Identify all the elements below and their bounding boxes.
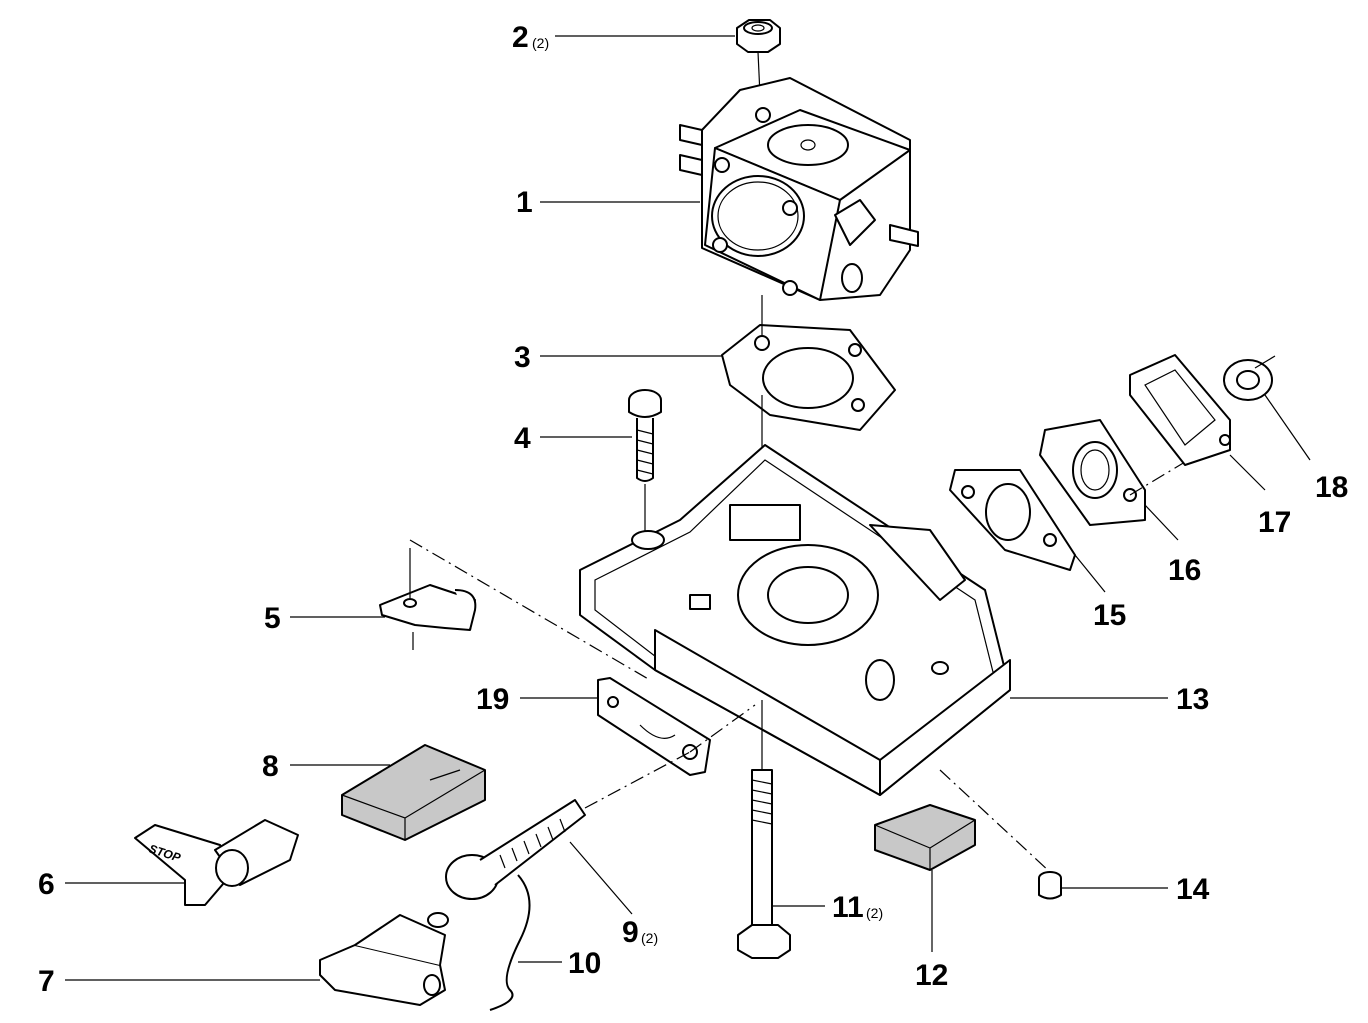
callout-number: 9 — [622, 916, 639, 949]
callout-8: 8 — [262, 750, 279, 783]
gasket-drawing — [721, 295, 896, 560]
callout-2: 2 (2) — [512, 21, 549, 54]
callout-10: 10 — [568, 947, 601, 980]
callout-11: 11 (2) — [832, 891, 883, 924]
callout-7: 7 — [38, 965, 55, 998]
callout-number: 3 — [514, 341, 531, 374]
callout-number: 12 — [915, 959, 948, 992]
clip-drawing — [379, 539, 651, 681]
nut-drawing — [736, 19, 781, 96]
long-screw-drawing — [445, 751, 691, 900]
gasket-2-drawing — [1129, 354, 1231, 466]
switch-drawing — [319, 912, 449, 1006]
callout-number: 4 — [514, 422, 531, 455]
callout-15: 15 — [1093, 599, 1126, 632]
callout-number: 2 — [512, 21, 529, 54]
carburetor-box-drawing — [579, 444, 1011, 796]
callout-number: 1 — [516, 186, 533, 219]
callout-quantity: (2) — [532, 35, 549, 51]
callout-number: 17 — [1258, 506, 1291, 539]
callout-9: 9 (2) — [622, 916, 658, 949]
callout-number: 7 — [38, 965, 55, 998]
screw-drawing — [628, 389, 662, 545]
callout-number: 15 — [1093, 599, 1126, 632]
intake-flange-drawing — [1039, 419, 1231, 526]
leader-lines — [65, 35, 1311, 981]
plug-drawing — [939, 769, 1062, 900]
callout-14: 14 — [1176, 873, 1210, 906]
callout-quantity: (2) — [866, 905, 883, 921]
callout-6: 6 — [38, 868, 55, 901]
spring-wire-drawing — [489, 874, 531, 1011]
callout-13: 13 — [1176, 683, 1209, 716]
long-bolt-drawing — [737, 700, 791, 959]
callout-3: 3 — [514, 341, 531, 374]
callout-number: 5 — [264, 602, 281, 635]
callout-number: 10 — [568, 947, 601, 980]
callout-5: 5 — [264, 602, 281, 635]
washer-drawing — [1223, 355, 1276, 401]
callout-number: 13 — [1176, 683, 1209, 716]
callout-19: 19 — [476, 683, 509, 716]
callout-number: 18 — [1315, 471, 1348, 504]
callout-16: 16 — [1168, 554, 1201, 587]
callout-number: 8 — [262, 750, 279, 783]
callout-quantity: (2) — [641, 930, 658, 946]
bracket-drawing — [597, 677, 756, 776]
callout-number: 6 — [38, 868, 55, 901]
callout-number: 19 — [476, 683, 509, 716]
pad-drawing — [341, 744, 486, 841]
callout-1: 1 — [516, 186, 533, 219]
callout-4: 4 — [514, 422, 531, 455]
callout-18: 18 — [1315, 471, 1348, 504]
callout-number: 11 — [832, 891, 864, 924]
callout-number: 14 — [1176, 873, 1210, 906]
stop-lever-drawing: STOP — [134, 819, 299, 906]
callout-number: 16 — [1168, 554, 1201, 587]
callout-12: 12 — [915, 959, 948, 992]
callout-17: 17 — [1258, 506, 1291, 539]
pad-2-drawing — [874, 804, 976, 871]
carburetor-drawing — [679, 77, 919, 301]
flange-gasket-drawing — [949, 469, 1076, 571]
